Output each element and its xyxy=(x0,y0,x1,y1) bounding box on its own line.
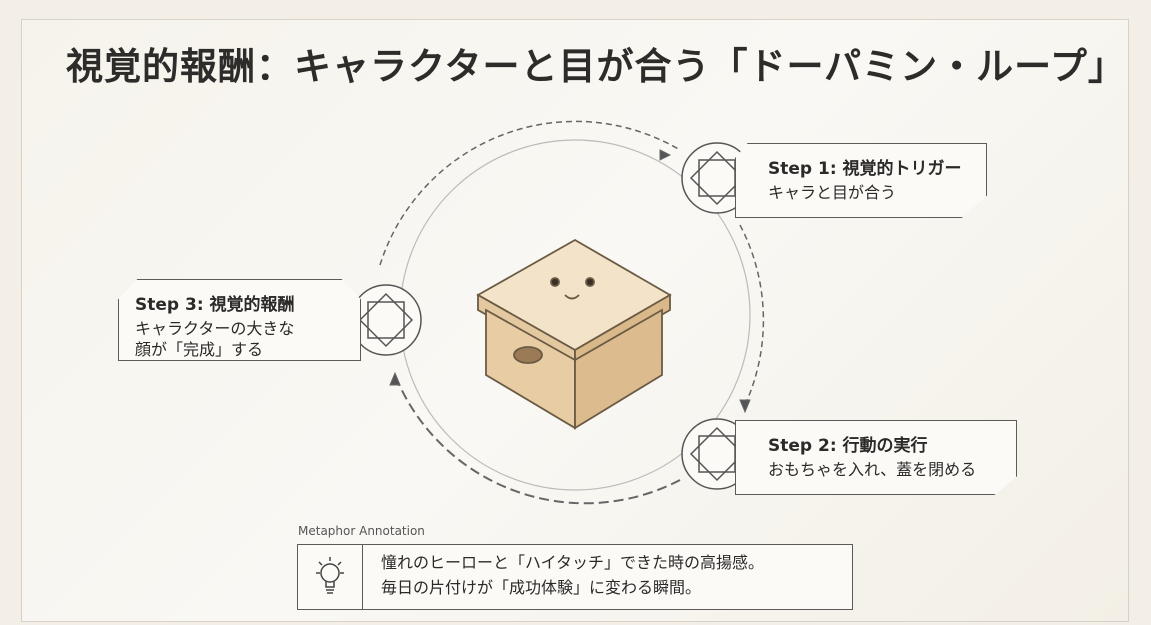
step-1-description: キャラと目が合う xyxy=(768,183,897,202)
annotation-line-2: 毎日の片付けが「成功体験」に変わる瞬間。 xyxy=(381,577,702,597)
loop-arrow-top xyxy=(379,120,681,266)
step-node-icons xyxy=(350,142,753,490)
step-3-description: キャラクターの大きな顔が「完成」する xyxy=(135,319,344,361)
annotation-label: Metaphor Annotation xyxy=(298,524,425,538)
metaphor-annotation-box: 憧れのヒーローと「ハイタッチ」できた時の高揚感。 毎日の片付けが「成功体験」に変… xyxy=(297,544,853,610)
loop-arrow-right xyxy=(739,224,765,406)
annotation-line-1: 憧れのヒーローと「ハイタッチ」できた時の高揚感。 xyxy=(381,553,765,572)
lightbulb-icon xyxy=(298,545,363,609)
step-2-card: Step 2: 行動の実行 おもちゃを入れ、蓋を閉める xyxy=(735,420,1017,495)
step-3-card: Step 3: 視覚的報酬 キャラクターの大きな顔が「完成」する xyxy=(118,279,361,361)
box-character-illustration xyxy=(476,238,672,430)
step-2-heading: Step 2: 行動の実行 xyxy=(768,436,928,456)
step-3-desc-line2: 顔が「完成」する xyxy=(135,339,264,359)
step-1-card: Step 1: 視覚的トリガー キャラと目が合う xyxy=(735,143,987,218)
page-title: 視覚的報酬：キャラクターと目が合う「ドーパミン・ループ」 xyxy=(66,45,1126,88)
step-2-description: おもちゃを入れ、蓋を閉める xyxy=(768,460,977,479)
loop-arrow-bottom xyxy=(394,374,681,505)
step-3-desc-line1: キャラクターの大きな xyxy=(135,319,295,338)
step-3-heading: Step 3: 視覚的報酬 xyxy=(135,295,295,315)
step-1-heading: Step 1: 視覚的トリガー xyxy=(768,159,962,179)
